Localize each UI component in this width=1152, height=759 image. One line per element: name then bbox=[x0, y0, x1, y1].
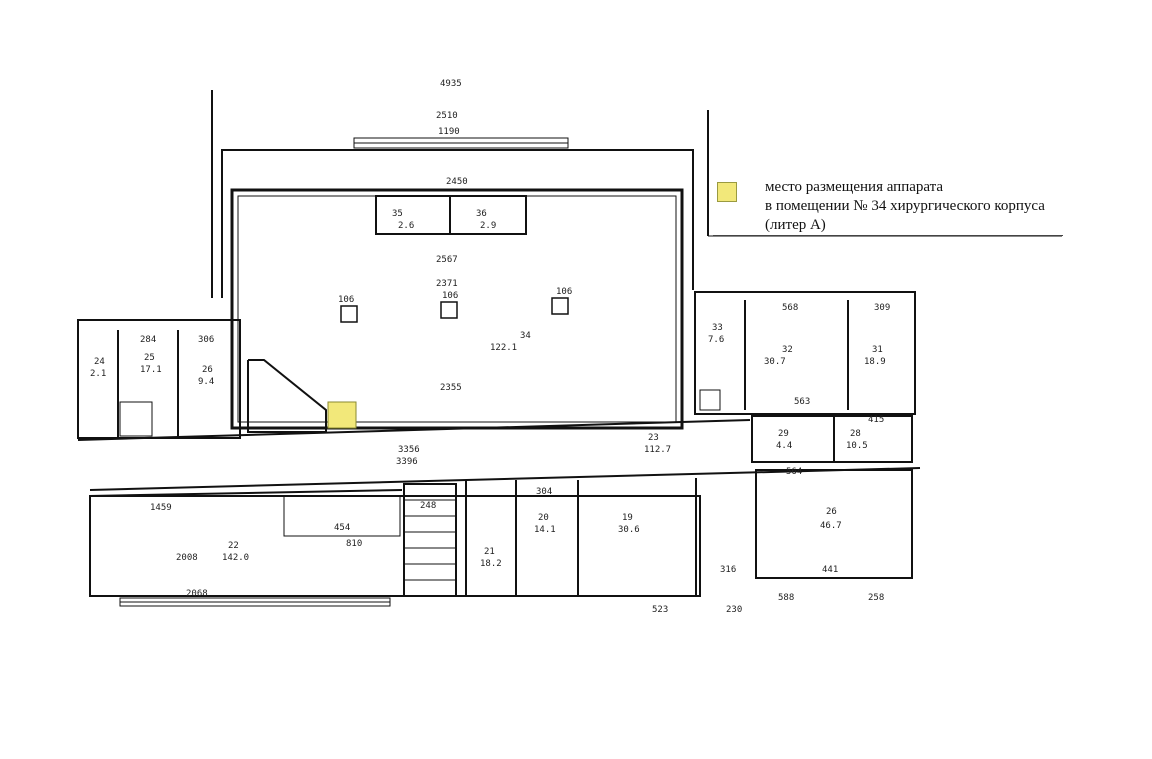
hall-area: 122.1 bbox=[490, 343, 517, 353]
top-dim: 4935 bbox=[440, 79, 462, 89]
top-dim: 1190 bbox=[438, 127, 460, 137]
room-width: 309 bbox=[874, 303, 890, 313]
room-width: 306 bbox=[198, 335, 214, 345]
dim-label: 523 bbox=[652, 605, 668, 615]
room-area: 14.1 bbox=[534, 525, 556, 535]
dim-label: 441 bbox=[822, 565, 838, 575]
room-number: 31 bbox=[872, 345, 883, 355]
room-number: 24 bbox=[94, 357, 105, 367]
room-number: 28 bbox=[850, 429, 861, 439]
dim-label: 588 bbox=[778, 593, 794, 603]
top-dim: 2567 bbox=[436, 255, 458, 265]
top-dim: 2371 bbox=[436, 279, 458, 289]
room-area: 30.6 bbox=[618, 525, 640, 535]
dim-label: 563 bbox=[794, 397, 810, 407]
room-number: 32 bbox=[782, 345, 793, 355]
room-number: 36 bbox=[476, 209, 487, 219]
bottom-wing bbox=[89, 495, 701, 597]
room-number: 22 bbox=[228, 541, 239, 551]
room-area: 2.9 bbox=[480, 221, 496, 231]
apparatus-location bbox=[327, 401, 357, 429]
corridor-dim: 3396 bbox=[396, 457, 418, 467]
legend-swatch bbox=[717, 182, 737, 202]
column-marker bbox=[551, 297, 569, 315]
room-width: 415 bbox=[868, 415, 884, 425]
dim-label: 258 bbox=[868, 593, 884, 603]
room-area: 17.1 bbox=[140, 365, 162, 375]
left-wing bbox=[77, 319, 241, 439]
legend-line-3: (литер А) bbox=[765, 217, 826, 233]
dim-label: 1459 bbox=[150, 503, 172, 513]
room-width: 2008 bbox=[176, 553, 198, 563]
legend-text: место размещения аппарата в помещении № … bbox=[765, 178, 1085, 235]
stair bbox=[403, 483, 457, 597]
room-area: 18.9 bbox=[864, 357, 886, 367]
hall-number: 34 bbox=[520, 331, 531, 341]
dim-label: 810 bbox=[346, 539, 362, 549]
corridor-wall bbox=[77, 419, 751, 441]
room-area: 2.1 bbox=[90, 369, 106, 379]
room-area: 46.7 bbox=[820, 521, 842, 531]
room-number: 29 bbox=[778, 429, 789, 439]
room-area: 9.4 bbox=[198, 377, 214, 387]
room-area: 4.4 bbox=[776, 441, 792, 451]
room-number: 33 bbox=[712, 323, 723, 333]
room-width: 568 bbox=[782, 303, 798, 313]
column-label: 106 bbox=[442, 291, 458, 301]
wall bbox=[221, 149, 694, 298]
room-bottom-dim: 2068 bbox=[186, 589, 208, 599]
right-block bbox=[694, 291, 916, 415]
top-dim: 2450 bbox=[446, 177, 468, 187]
room-number: 26 bbox=[202, 365, 213, 375]
room-area: 10.5 bbox=[846, 441, 868, 451]
column-label: 106 bbox=[338, 295, 354, 305]
room-number: 21 bbox=[484, 547, 495, 557]
room-width: 284 bbox=[140, 335, 156, 345]
legend-line-1: место размещения аппарата bbox=[765, 179, 944, 195]
dim-label: 316 bbox=[720, 565, 736, 575]
room-number: 20 bbox=[538, 513, 549, 523]
corridor-number: 23 bbox=[648, 433, 659, 443]
dim-label: 248 bbox=[420, 501, 436, 511]
column-marker bbox=[440, 301, 458, 319]
corridor-area: 112.7 bbox=[644, 445, 671, 455]
dim-label: 564 bbox=[786, 467, 802, 477]
room-number: 19 bbox=[622, 513, 633, 523]
room-area: 30.7 bbox=[764, 357, 786, 367]
room-area: 18.2 bbox=[480, 559, 502, 569]
legend-divider bbox=[713, 235, 1063, 236]
room-26 bbox=[755, 469, 913, 579]
column-marker bbox=[340, 305, 358, 323]
room-number: 35 bbox=[392, 209, 403, 219]
corridor-dim: 3356 bbox=[398, 445, 420, 455]
legend-line-2: в помещении № 34 хирургического корпуса bbox=[765, 198, 1045, 214]
room-width: 304 bbox=[536, 487, 552, 497]
room-area: 7.6 bbox=[708, 335, 724, 345]
dim-label: 230 bbox=[726, 605, 742, 615]
room-number: 25 bbox=[144, 353, 155, 363]
hall-bottom-dim: 2355 bbox=[440, 383, 462, 393]
ramp bbox=[247, 359, 327, 433]
room-area: 142.0 bbox=[222, 553, 249, 563]
dim-label: 454 bbox=[334, 523, 350, 533]
top-dim: 2510 bbox=[436, 111, 458, 121]
column-label: 106 bbox=[556, 287, 572, 297]
small-room-36 bbox=[449, 195, 527, 235]
room-number: 26 bbox=[826, 507, 837, 517]
room-area: 2.6 bbox=[398, 221, 414, 231]
